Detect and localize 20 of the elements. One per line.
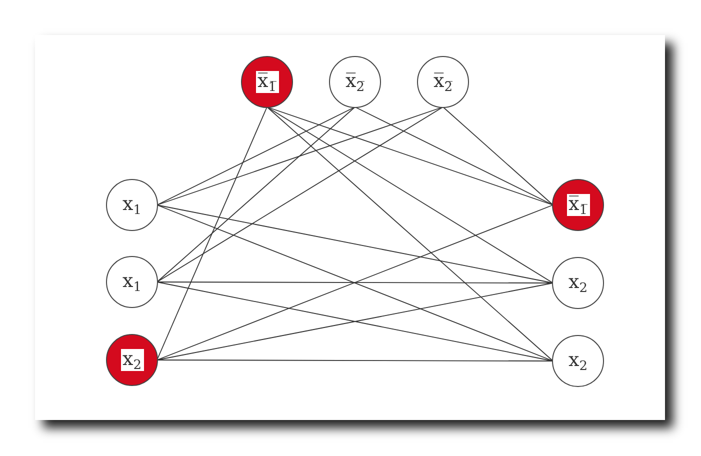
connector-line xyxy=(156,360,554,362)
connector-line xyxy=(354,106,554,206)
connector-line xyxy=(156,106,268,360)
connector-line xyxy=(156,106,444,282)
variable-label: x̅$_{2̅}$ xyxy=(344,71,366,93)
connector-line xyxy=(156,106,356,206)
variable-label: x$_{2}$ xyxy=(568,350,588,372)
variable-label: x$_{1}$ xyxy=(122,271,142,293)
variable-label: x$_{1}$ xyxy=(122,194,142,216)
variable-label: x̅$_{2̅}$ xyxy=(432,71,454,93)
connector-line xyxy=(266,106,554,284)
variable-label: x̅$_{1̅}$ xyxy=(566,194,590,216)
connector-line xyxy=(156,204,554,284)
variable-label: x$_{2}$ xyxy=(568,272,588,294)
connector-line xyxy=(156,106,356,282)
variable-label: x̅$_{1̅}$ xyxy=(256,71,278,93)
variable-label: x$_{2}$ xyxy=(120,349,144,371)
connector-line xyxy=(156,282,554,284)
connector-line xyxy=(266,106,554,362)
connector-line xyxy=(442,106,554,206)
